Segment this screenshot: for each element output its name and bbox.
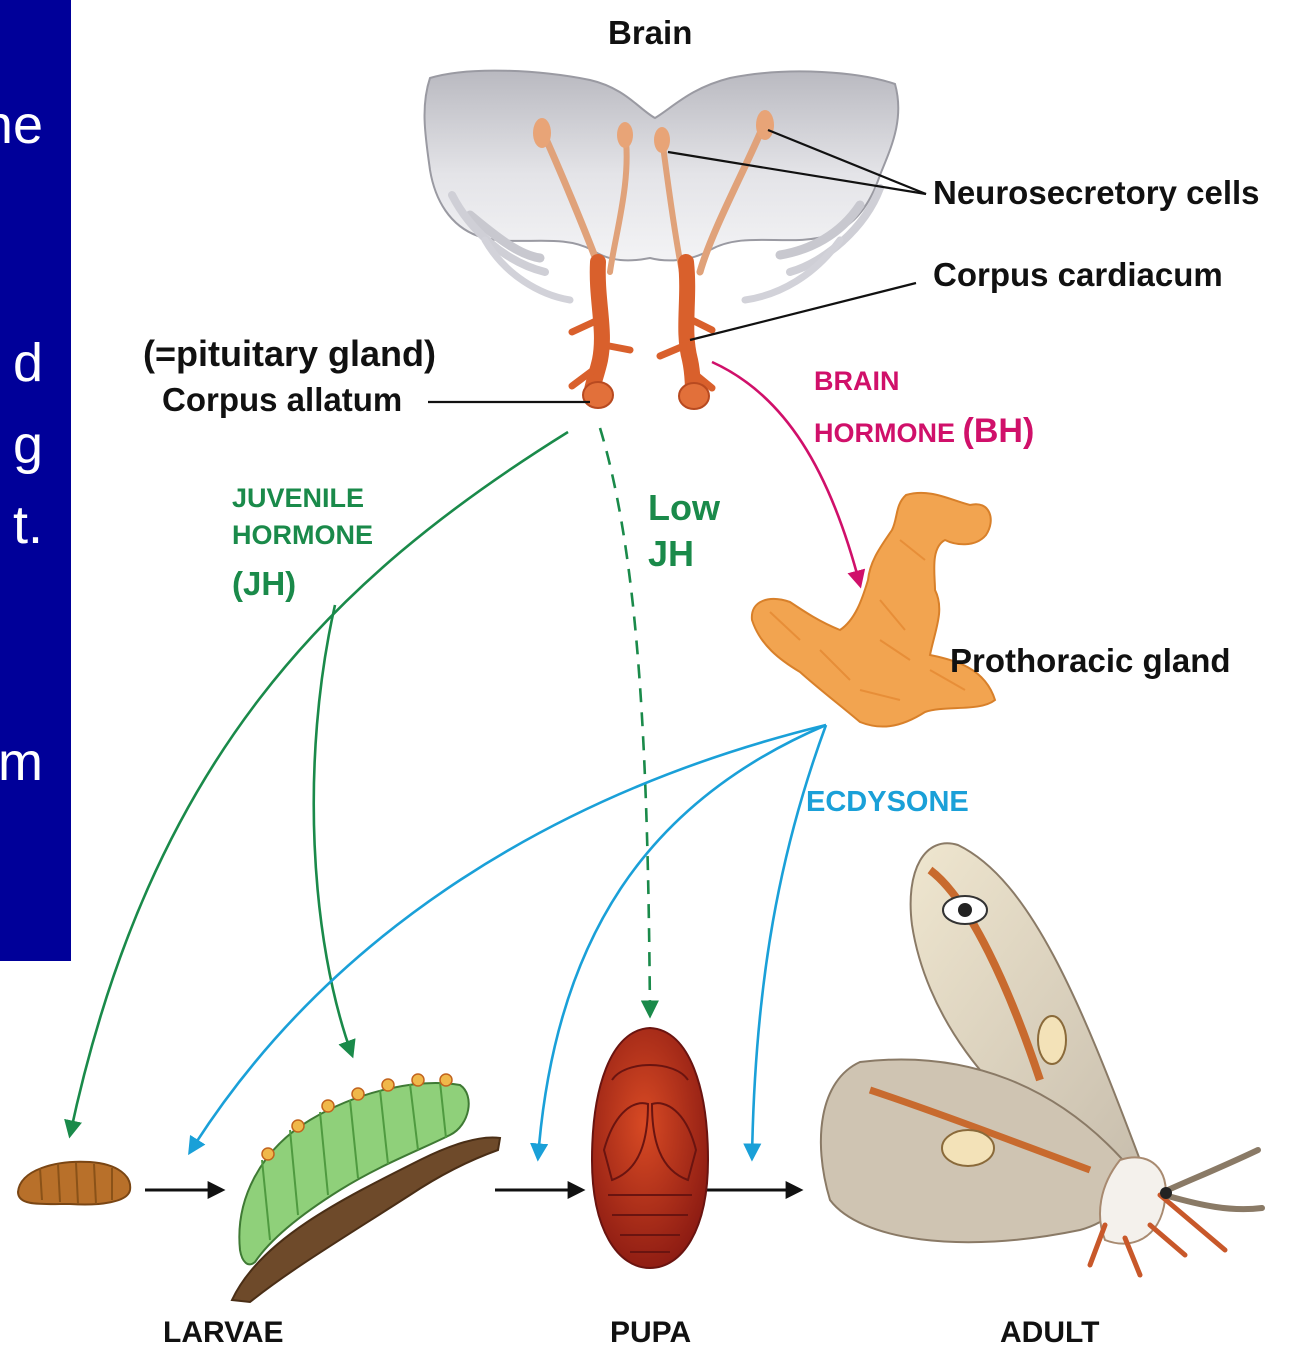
corpus-cardiacum-label: Corpus cardiacum	[933, 258, 1223, 291]
ecdysone-arrow-to-larva	[190, 725, 826, 1152]
larva-illustration	[232, 1074, 500, 1302]
jh-arrow-to-larva	[314, 605, 352, 1055]
low-jh-arrow-to-pupa	[600, 428, 650, 1015]
brain-hormone-word: HORMONE	[814, 418, 955, 448]
prothoracic-gland-label: Prothoracic gland	[950, 644, 1231, 677]
low-jh-label-line1: Low	[648, 490, 720, 526]
low-jh-label-line2: JH	[648, 536, 694, 572]
pupa-illustration	[592, 1028, 708, 1268]
ecdysone-arrows	[190, 725, 826, 1158]
corpus-glands-illustration	[572, 262, 712, 409]
juvenile-hormone-label-line2: HORMONE	[232, 522, 373, 549]
corpus-allatum-label: Corpus allatum	[162, 383, 402, 416]
prothoracic-gland-illustration	[752, 493, 995, 727]
brain-label: Brain	[608, 16, 692, 49]
adult-moth-illustration	[821, 843, 1262, 1275]
larvae-label: LARVAE	[163, 1318, 284, 1348]
pupa-label: PUPA	[610, 1318, 691, 1348]
brain-hormone-label-line2: HORMONE (BH)	[814, 414, 1034, 448]
neurosecretory-cells-label: Neurosecretory cells	[933, 176, 1260, 209]
brain-hormone-abbr: (BH)	[963, 412, 1035, 450]
adult-label: ADULT	[1000, 1318, 1099, 1348]
ecdysone-label: ECDYSONE	[806, 788, 969, 817]
juvenile-hormone-label-line1: JUVENILE	[232, 485, 364, 512]
brain-illustration	[425, 71, 899, 300]
juvenile-hormone-abbr: (JH)	[232, 567, 296, 600]
early-larva-illustration	[18, 1162, 130, 1205]
pituitary-gland-note: (=pituitary gland)	[143, 336, 436, 372]
brain-hormone-label-line1: BRAIN	[814, 368, 900, 395]
